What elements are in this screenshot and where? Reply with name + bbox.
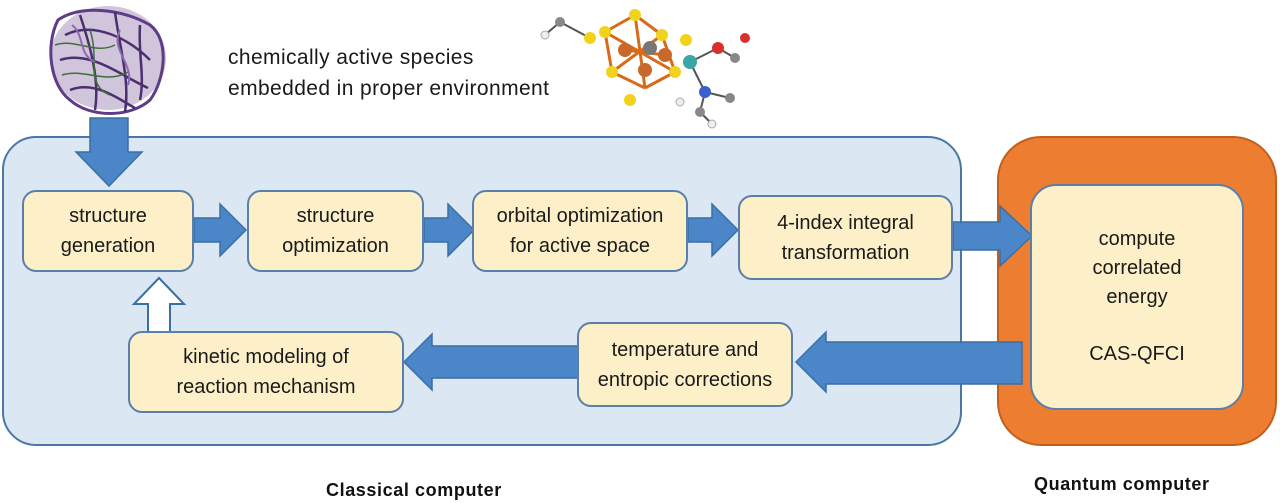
step-text-line1: 4-index integral xyxy=(777,211,914,234)
quantum-method: CAS-QFCI xyxy=(1089,343,1185,365)
step-structure-optimization: structure optimization xyxy=(247,190,424,272)
step-text-line1: kinetic modeling of xyxy=(183,346,349,368)
step-text-line1: structure xyxy=(296,205,375,227)
quantum-compute-box: compute correlated energy CAS-QFCI xyxy=(1030,184,1244,410)
tagline-line1: chemically active species xyxy=(228,46,474,69)
arrow-kinetic-to-structure-generation xyxy=(131,276,187,333)
quantum-computer-caption: Quantum computer xyxy=(1034,474,1210,494)
environment-tagline: chemically active species embedded in pr… xyxy=(228,42,549,104)
metal-cluster-molecule-illustration xyxy=(540,9,750,129)
step-text-line2: reaction mechanism xyxy=(176,376,356,398)
step-text-line1: temperature and xyxy=(611,338,759,361)
step-text-line2: generation xyxy=(60,235,156,257)
quantum-line2: correlated xyxy=(1092,257,1182,279)
arrow-step3-step4 xyxy=(687,202,740,258)
protein-structure-illustration xyxy=(49,6,166,115)
input-arrow xyxy=(74,117,144,188)
arrow-classical-to-quantum xyxy=(952,204,1034,268)
tagline-line2: embedded in proper environment xyxy=(228,77,550,100)
step-kinetic-modeling: kinetic modeling of reaction mechanism xyxy=(128,331,404,413)
step-integral-transformation: 4-index integral transformation xyxy=(738,195,953,280)
step-text-line2: entropic corrections xyxy=(597,368,773,391)
quantum-line1: compute xyxy=(1098,228,1176,250)
classical-computer-caption: Classical computer xyxy=(326,480,502,500)
arrow-quantum-to-corrections xyxy=(794,330,1023,394)
arrow-step2-step3 xyxy=(423,202,476,258)
step-text-line1: structure xyxy=(69,205,147,227)
step-orbital-optimization: orbital optimization for active space xyxy=(472,190,688,272)
arrow-corrections-to-kinetic xyxy=(402,332,579,392)
arrow-step1-step2 xyxy=(193,202,248,258)
step-structure-generation: structure generation xyxy=(22,190,194,272)
quantum-line3: energy xyxy=(1106,286,1168,308)
step-text-line2: transformation xyxy=(781,241,910,264)
step-text-line2: optimization xyxy=(282,235,389,257)
step-text-line1: orbital optimization xyxy=(496,205,664,227)
step-temperature-entropic-corrections: temperature and entropic corrections xyxy=(577,322,793,407)
step-text-line2: for active space xyxy=(509,235,651,257)
